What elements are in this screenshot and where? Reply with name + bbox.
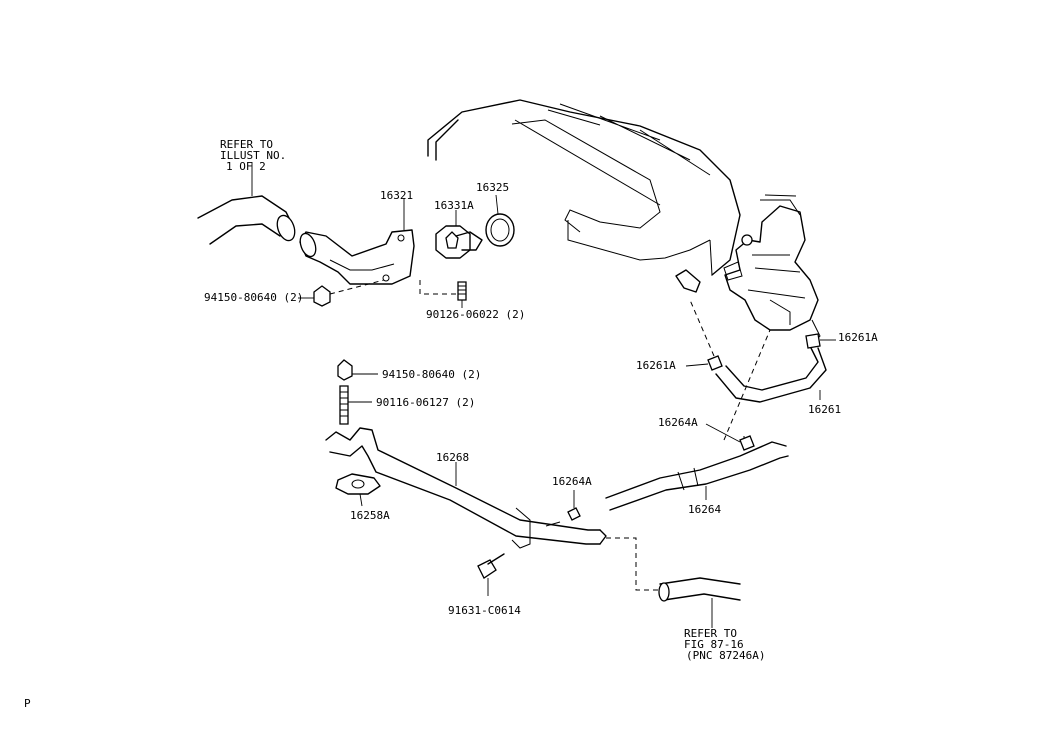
label-16321: 16321 bbox=[380, 189, 413, 202]
nut-upper bbox=[298, 279, 385, 307]
label-16264: 16264 bbox=[688, 503, 721, 516]
label-90126: 90126-06022 (2) bbox=[426, 308, 525, 321]
gasket bbox=[485, 194, 515, 247]
label-16264a-lower: 16264A bbox=[552, 475, 592, 488]
label-refer-illust-3: 1 OF 2 bbox=[226, 160, 266, 173]
label-16258a: 16258A bbox=[350, 509, 390, 522]
connector-fitting bbox=[675, 269, 701, 293]
hose-clip-upper bbox=[705, 329, 771, 451]
hose-clamp-left bbox=[685, 299, 723, 371]
bolt bbox=[477, 553, 505, 596]
hose-clamp-right bbox=[805, 333, 836, 349]
label-94150-upper: 94150-80640 (2) bbox=[204, 291, 303, 304]
stud-upper bbox=[419, 280, 467, 308]
hose-clip-lower bbox=[567, 490, 581, 521]
label-refer-illust-1: REFER TO bbox=[220, 138, 273, 151]
bypass-pipe bbox=[325, 427, 607, 549]
label-refer-fig-2: FIG 87-16 bbox=[684, 638, 744, 651]
nut-lower bbox=[337, 359, 378, 381]
throttle-hose bbox=[715, 345, 827, 403]
label-16331a: 16331A bbox=[434, 199, 474, 212]
label-16261a-left: 16261A bbox=[636, 359, 676, 372]
corner-mark: P bbox=[24, 697, 31, 710]
radiator-hose bbox=[197, 162, 296, 245]
label-16261a-right: 16261A bbox=[838, 331, 878, 344]
label-refer-fig-1: REFER TO bbox=[684, 627, 737, 640]
throttle-body bbox=[723, 194, 821, 345]
bypass-hose bbox=[605, 436, 789, 511]
label-94150-lower: 94150-80640 (2) bbox=[382, 368, 481, 381]
label-refer-illust-2: ILLUST NO. bbox=[220, 149, 286, 162]
label-16268: 16268 bbox=[436, 451, 469, 464]
water-inlet bbox=[299, 198, 415, 285]
label-90116: 90116-06127 (2) bbox=[376, 396, 475, 409]
label-refer-fig-3: (PNC 87246A) bbox=[686, 649, 765, 662]
pipe-gasket bbox=[335, 473, 381, 507]
heater-hose bbox=[606, 537, 741, 628]
label-16264a-upper: 16264A bbox=[658, 416, 698, 429]
engine-outline bbox=[427, 99, 741, 276]
thermostat bbox=[435, 210, 483, 259]
label-16325: 16325 bbox=[476, 181, 509, 194]
label-16261: 16261 bbox=[808, 403, 841, 416]
stud-lower bbox=[339, 385, 372, 425]
label-91631: 91631-C0614 bbox=[448, 604, 521, 617]
